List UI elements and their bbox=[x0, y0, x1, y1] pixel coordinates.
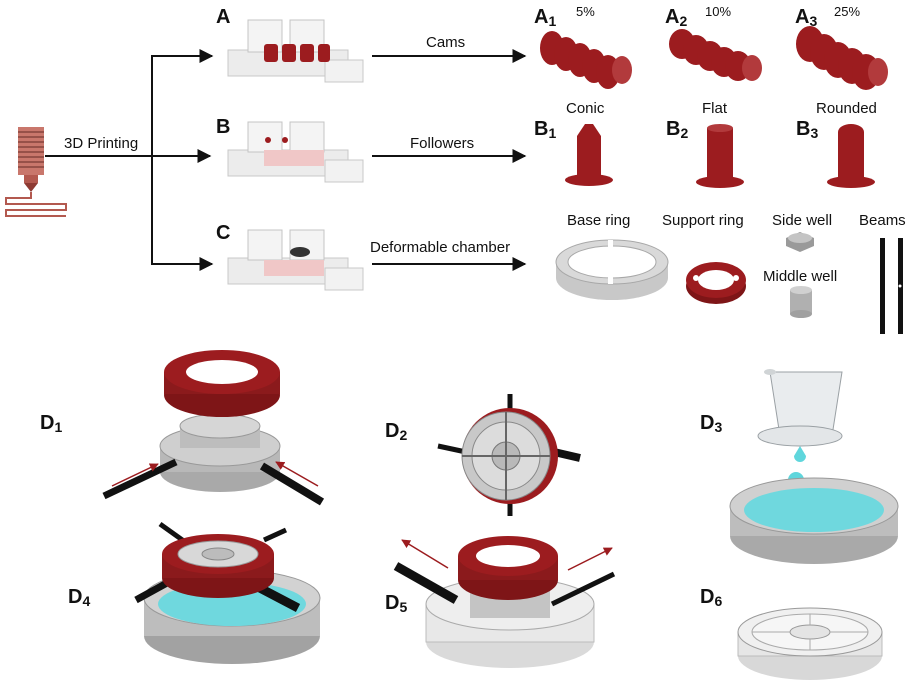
assembly-d6 bbox=[737, 607, 883, 680]
support-ring bbox=[686, 262, 746, 304]
label-d4: D4 bbox=[68, 586, 91, 609]
label-a2: A2 bbox=[665, 6, 688, 29]
flat-label: Flat bbox=[702, 100, 728, 117]
label-a3: A3 bbox=[795, 6, 818, 29]
device-render-a bbox=[227, 19, 364, 83]
label-b1: B1 bbox=[534, 118, 557, 141]
chamber-label: Deformable chamber bbox=[370, 239, 511, 256]
printer-nozzle-icon bbox=[5, 127, 67, 217]
middle-well bbox=[790, 286, 812, 318]
label-d5: D5 bbox=[385, 592, 408, 615]
assembly-d5 bbox=[393, 536, 616, 668]
cam-25-label: 25% bbox=[834, 4, 861, 19]
base-ring bbox=[555, 239, 669, 300]
cam-5-percent bbox=[540, 31, 632, 89]
device-render-b bbox=[227, 121, 364, 183]
assembly-d3 bbox=[729, 369, 899, 564]
cam-5-label: 5% bbox=[576, 4, 595, 19]
assembly-d1 bbox=[102, 350, 325, 506]
rounded-label: Rounded bbox=[816, 100, 877, 117]
base-ring-label: Base ring bbox=[567, 212, 631, 229]
cam-10-percent bbox=[669, 29, 762, 81]
branch-connectors bbox=[45, 49, 527, 271]
beams-label: Beams bbox=[859, 212, 906, 229]
printing-label: 3D Printing bbox=[64, 135, 139, 152]
label-b2: B2 bbox=[666, 118, 689, 141]
support-ring-label: Support ring bbox=[662, 212, 744, 229]
cam-10-label: 10% bbox=[705, 4, 732, 19]
label-c: C bbox=[216, 222, 231, 244]
middle-well-label: Middle well bbox=[763, 268, 838, 285]
conic-label: Conic bbox=[566, 100, 605, 117]
assembly-d2 bbox=[437, 394, 581, 516]
cam-25-percent bbox=[796, 26, 888, 90]
label-a1: A1 bbox=[534, 6, 557, 29]
side-well bbox=[786, 232, 814, 252]
device-render-c bbox=[227, 229, 364, 291]
label-d6: D6 bbox=[700, 586, 723, 609]
label-a: A bbox=[216, 6, 231, 28]
assembly-d4 bbox=[134, 521, 321, 664]
follower-rounded bbox=[827, 124, 875, 188]
follower-flat bbox=[696, 124, 744, 188]
cams-label: Cams bbox=[426, 34, 466, 51]
follower-conic bbox=[565, 124, 613, 186]
label-d3: D3 bbox=[700, 412, 723, 435]
label-d1: D1 bbox=[40, 412, 63, 435]
followers-label: Followers bbox=[410, 135, 475, 152]
label-d2: D2 bbox=[385, 420, 408, 443]
side-well-label: Side well bbox=[772, 212, 833, 229]
label-b3: B3 bbox=[796, 118, 819, 141]
label-b: B bbox=[216, 116, 231, 138]
beams bbox=[880, 238, 903, 334]
